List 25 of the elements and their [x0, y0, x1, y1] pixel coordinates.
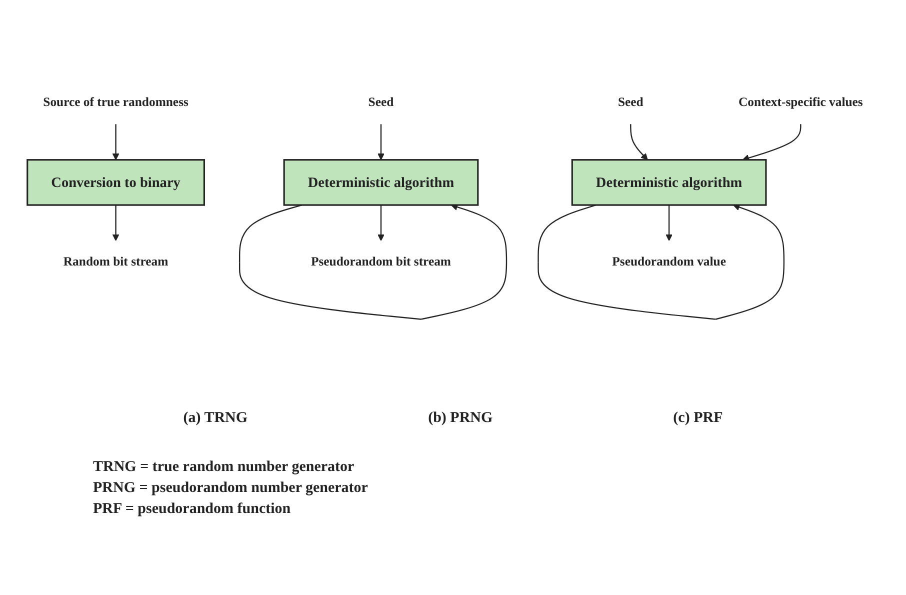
- arrow: [112, 124, 120, 160]
- arrow: [378, 124, 384, 160]
- arrow: [112, 204, 120, 241]
- abbreviation-note: TRNG = true random number generator: [93, 458, 354, 477]
- node-text: Pseudorandom bit stream: [310, 254, 452, 268]
- node-box: Deterministic algorithm: [571, 158, 767, 206]
- node-text: Random bit stream: [63, 254, 168, 268]
- abbreviation-note: PRF = pseudorandom function: [93, 500, 291, 519]
- node-text: Pseudorandom value: [612, 254, 726, 268]
- node-box: Conversion to binary: [26, 158, 205, 206]
- panel-caption: (c) PRF: [673, 410, 723, 427]
- arrow: [538, 203, 785, 320]
- arrow: [378, 204, 384, 241]
- node-text: Seed: [368, 95, 394, 109]
- abbreviation-note: PRNG = pseudorandom number generator: [93, 479, 368, 498]
- node-text: Seed: [618, 95, 644, 109]
- arrow: [666, 204, 673, 241]
- node-text: Context-specific values: [738, 95, 863, 109]
- arrow: [742, 124, 802, 161]
- panel-caption: (b) PRNG: [428, 410, 493, 427]
- node-box: Deterministic algorithm: [283, 158, 479, 206]
- arrow: [239, 203, 508, 320]
- arrow: [630, 124, 648, 160]
- panel-caption: (a) TRNG: [183, 410, 248, 427]
- node-text: Source of true randomness: [43, 95, 188, 109]
